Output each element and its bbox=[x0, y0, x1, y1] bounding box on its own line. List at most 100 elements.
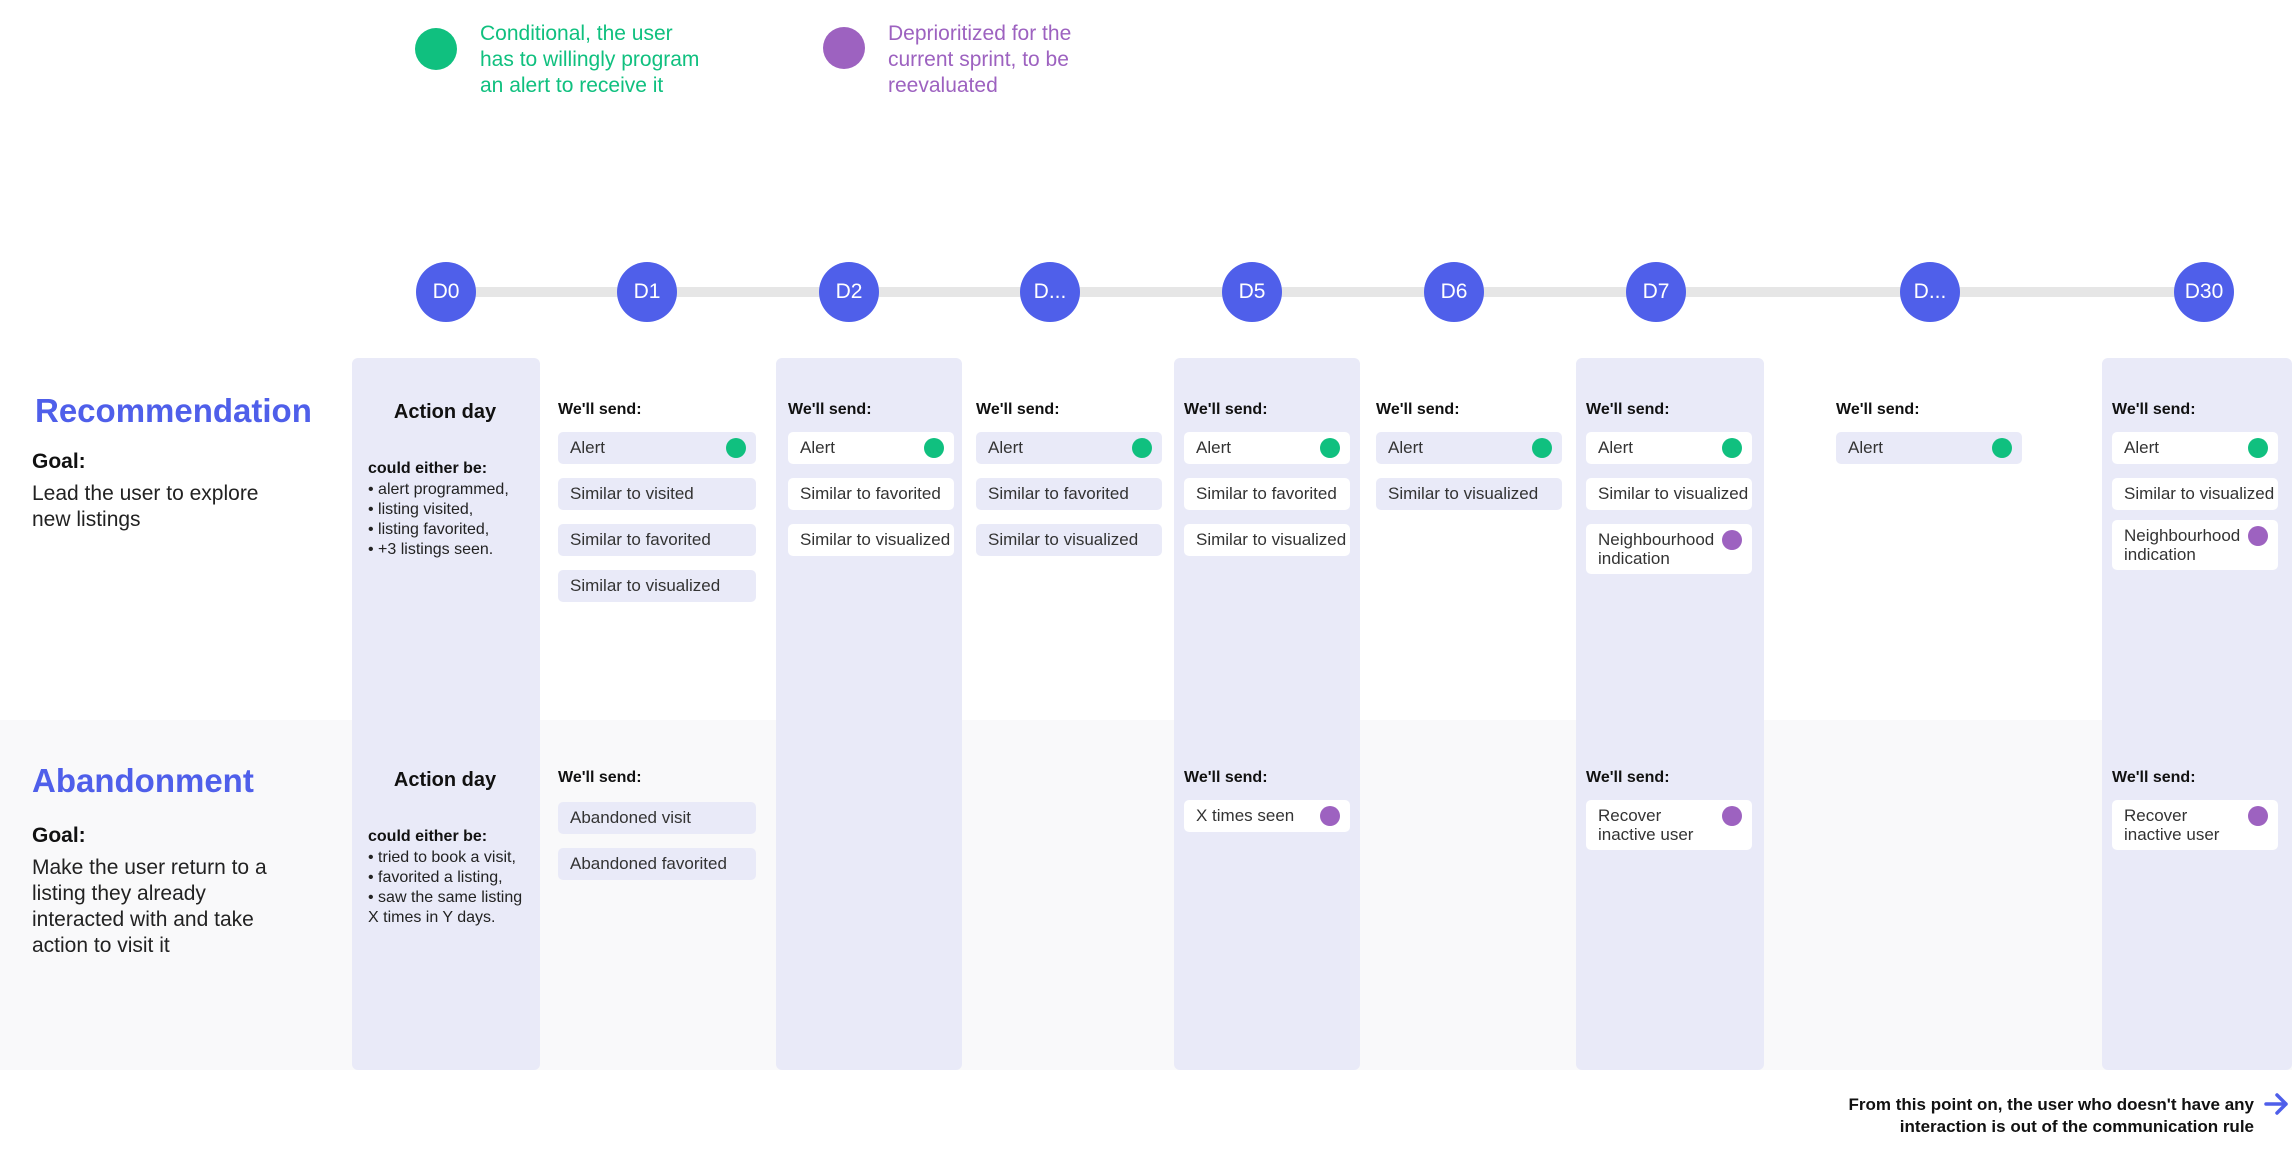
green-dot bbox=[2248, 438, 2268, 458]
send-heading-rec-dots-1: We'll send: bbox=[976, 401, 1060, 418]
chip-label: Abandoned visit bbox=[570, 808, 691, 827]
column-bg-d5 bbox=[1174, 358, 1360, 1070]
chip-label: Alert bbox=[800, 438, 835, 457]
chip-label: Similar to favorited bbox=[1196, 484, 1337, 503]
chip-label: Similar to favorited bbox=[988, 484, 1129, 503]
chip-label: Recover inactive user bbox=[1598, 806, 1694, 844]
day-marker-d7: D7 bbox=[1626, 262, 1686, 322]
chip-similar-visualized-d30: Similar to visualized bbox=[2112, 478, 2278, 510]
day-marker-d1: D1 bbox=[617, 262, 677, 322]
chip-similar-visualized-dots-1: Similar to visualized bbox=[976, 524, 1162, 556]
chip-similar-visualized-d2: Similar to visualized bbox=[788, 524, 954, 556]
list-item: • saw the same listing X times in Y days… bbox=[368, 889, 523, 926]
send-heading-rec-d30: We'll send: bbox=[2112, 401, 2196, 418]
chip-similar-favorited-d1: Similar to favorited bbox=[558, 524, 756, 556]
chip-label: Similar to visualized bbox=[988, 530, 1139, 549]
send-heading-ab-d7: We'll send: bbox=[1586, 769, 1670, 786]
chip-similar-favorited-d2: Similar to favorited bbox=[788, 478, 954, 510]
chip-similar-visualized-d1: Similar to visualized bbox=[558, 570, 756, 602]
green-dot bbox=[1132, 438, 1152, 458]
abandonment-action-day: Action day bbox=[393, 769, 497, 791]
chip-alert-d1: Alert bbox=[558, 432, 756, 464]
column-bg-d7 bbox=[1576, 358, 1764, 1070]
send-heading-rec-d1: We'll send: bbox=[558, 401, 642, 418]
chip-label: Similar to visualized bbox=[1196, 530, 1347, 549]
green-dot bbox=[1532, 438, 1552, 458]
recommendation-action-day: Action day bbox=[393, 401, 497, 423]
column-bg-d2 bbox=[776, 358, 962, 1070]
chip-label: Neighbourhood indication bbox=[1598, 530, 1715, 568]
chip-label: Similar to favorited bbox=[800, 484, 941, 503]
recommendation-goal-text: Lead the user to explore new listings bbox=[32, 482, 259, 531]
purple-legend-dot bbox=[823, 27, 865, 69]
purple-dot bbox=[2248, 806, 2268, 826]
day-marker-d6: D6 bbox=[1424, 262, 1484, 322]
chip-x-times-seen-d5: X times seen bbox=[1184, 800, 1350, 832]
footer-note: From this point on, the user who doesn't… bbox=[1848, 1095, 2254, 1136]
abandonment-could-label: could either be: bbox=[368, 828, 488, 845]
chip-label: Similar to visualized bbox=[800, 530, 951, 549]
send-heading-rec-dots-2: We'll send: bbox=[1836, 401, 1920, 418]
day-marker-d30: D30 bbox=[2174, 262, 2234, 322]
recommendation-could-label: could either be: bbox=[368, 460, 488, 477]
chip-label: Alert bbox=[988, 438, 1023, 457]
purple-dot bbox=[1722, 530, 1742, 550]
chip-alert-d6: Alert bbox=[1376, 432, 1562, 464]
chip-label: Recover inactive user bbox=[2124, 806, 2220, 844]
chip-label: Similar to visualized bbox=[2124, 484, 2275, 503]
recommendation-goal-label: Goal: bbox=[32, 450, 86, 473]
send-heading-ab-d1: We'll send: bbox=[558, 769, 642, 786]
send-heading-rec-d2: We'll send: bbox=[788, 401, 872, 418]
chip-label: Abandoned favorited bbox=[570, 854, 727, 873]
chip-label: Similar to visualized bbox=[570, 576, 721, 595]
chip-label: Alert bbox=[1598, 438, 1633, 457]
list-item: • favorited a listing, bbox=[368, 869, 503, 886]
chip-label: X times seen bbox=[1196, 806, 1295, 825]
list-item: • listing favorited, bbox=[368, 521, 490, 538]
green-legend-dot bbox=[415, 28, 457, 70]
send-heading-rec-d7: We'll send: bbox=[1586, 401, 1670, 418]
send-heading-ab-d5: We'll send: bbox=[1184, 769, 1268, 786]
chip-alert-d7: Alert bbox=[1586, 432, 1752, 464]
chip-label: Similar to visualized bbox=[1598, 484, 1749, 503]
green-dot bbox=[924, 438, 944, 458]
day-marker-dots-1: D... bbox=[1020, 262, 1080, 322]
chip-label: Alert bbox=[2124, 438, 2159, 457]
day-marker-d5: D5 bbox=[1222, 262, 1282, 322]
chip-label: Similar to favorited bbox=[570, 530, 711, 549]
chip-label: Alert bbox=[1848, 438, 1883, 457]
list-item: • listing visited, bbox=[368, 501, 474, 518]
chip-similar-visited-d1: Similar to visited bbox=[558, 478, 756, 510]
chip-label: Similar to visited bbox=[570, 484, 694, 503]
abandonment-could-list: • tried to book a visit, • favorited a l… bbox=[368, 848, 528, 928]
chip-label: Neighbourhood indication bbox=[2124, 526, 2241, 564]
green-dot bbox=[1320, 438, 1340, 458]
chip-label: Alert bbox=[570, 438, 605, 457]
chip-alert-d2: Alert bbox=[788, 432, 954, 464]
purple-dot bbox=[2248, 526, 2268, 546]
day-marker-d2: D2 bbox=[819, 262, 879, 322]
abandonment-title: Abandonment bbox=[32, 762, 254, 799]
chip-similar-visualized-d7: Similar to visualized bbox=[1586, 478, 1752, 510]
list-item: • alert programmed, bbox=[368, 481, 509, 498]
column-bg-d30 bbox=[2102, 358, 2292, 1070]
chip-similar-favorited-dots-1: Similar to favorited bbox=[976, 478, 1162, 510]
list-item: • tried to book a visit, bbox=[368, 849, 516, 866]
chip-abandoned-visit-d1: Abandoned visit bbox=[558, 802, 756, 834]
day-marker-d0: D0 bbox=[416, 262, 476, 322]
send-heading-rec-d5: We'll send: bbox=[1184, 401, 1268, 418]
recommendation-could-list: • alert programmed, • listing visited, •… bbox=[368, 480, 538, 560]
send-heading-rec-d6: We'll send: bbox=[1376, 401, 1460, 418]
green-dot bbox=[726, 438, 746, 458]
legend-deprioritized: Deprioritized for the current sprint, to… bbox=[888, 22, 1072, 97]
chip-similar-favorited-d5: Similar to favorited bbox=[1184, 478, 1350, 510]
purple-dot bbox=[1320, 806, 1340, 826]
column-bg-d0 bbox=[352, 358, 540, 1070]
timeline-track bbox=[446, 287, 2206, 297]
legend-conditional: Conditional, the user has to willingly p… bbox=[480, 22, 700, 97]
chip-alert-dots-2: Alert bbox=[1836, 432, 2022, 464]
abandonment-goal-label: Goal: bbox=[32, 824, 86, 847]
abandonment-band bbox=[0, 720, 2292, 1070]
send-heading-ab-d30: We'll send: bbox=[2112, 769, 2196, 786]
day-marker-dots-2: D... bbox=[1900, 262, 1960, 322]
